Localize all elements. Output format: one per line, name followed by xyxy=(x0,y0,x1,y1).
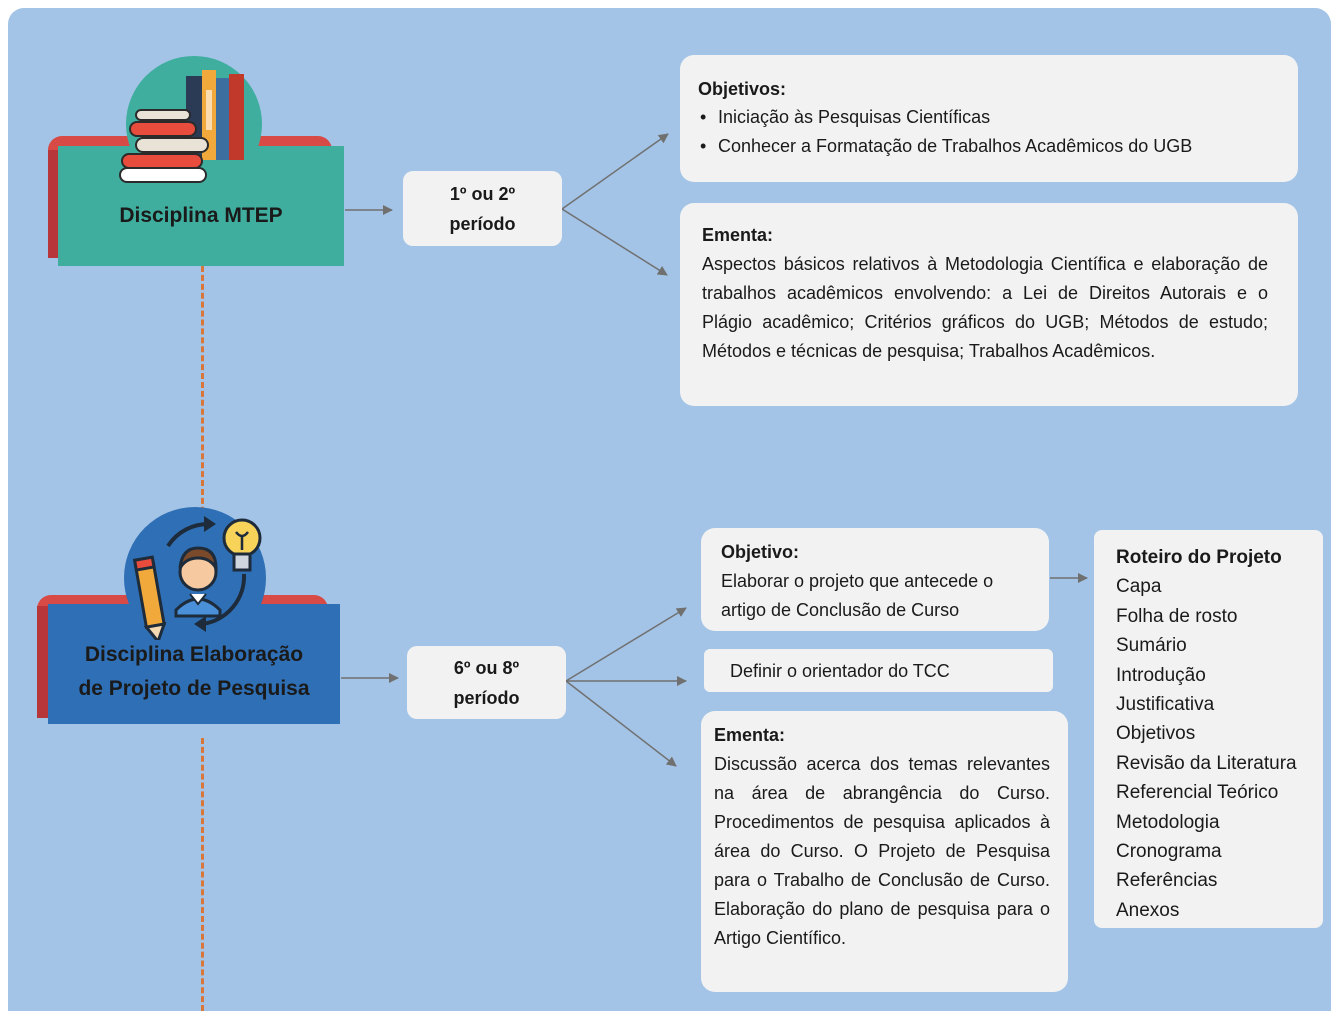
objectives-card: Objetivos: Iniciação às Pesquisas Cientí… xyxy=(680,55,1298,182)
objectives-title: Objetivos: xyxy=(698,79,787,99)
arrow-period-to-ementa xyxy=(561,208,668,276)
advisor-text: Definir o orientador do TCC xyxy=(730,661,950,681)
ementa-1-text: Aspectos básicos relativos à Metodologia… xyxy=(702,254,1268,361)
period-1-line2: período xyxy=(449,213,516,234)
roteiro-item: Objetivos xyxy=(1116,723,1196,745)
roteiro-item: Sumário xyxy=(1116,635,1187,657)
roteiro-item: Justificativa xyxy=(1116,694,1215,716)
roteiro-item: Referências xyxy=(1116,870,1218,892)
roteiro-item: Referencial Teórico xyxy=(1116,782,1279,804)
roteiro-item: Revisão da Literatura xyxy=(1116,752,1297,774)
arrow-period-to-objectives xyxy=(561,133,669,210)
discipline-projeto-box: Disciplina Elaboração de Projeto de Pesq… xyxy=(48,604,340,724)
ementa-card-2: Ementa: Discussão acerca dos temas relev… xyxy=(701,711,1068,992)
researcher-idea-icon xyxy=(132,516,262,640)
objective-item: Iniciação às Pesquisas Científicas xyxy=(698,103,1280,132)
objective-card-2: Objetivo: Elaborar o projeto que anteced… xyxy=(701,528,1049,631)
discipline-projeto-label-line1: Disciplina Elaboração xyxy=(84,643,304,666)
ementa-1-title: Ementa: xyxy=(702,225,774,245)
roteiro-item: Capa xyxy=(1116,576,1162,598)
ementa-2-text: Discussão acerca dos temas relevantes na… xyxy=(714,754,1050,948)
books-stack-icon xyxy=(119,70,244,183)
roteiro-card: Roteiro do Projeto Capa Folha de rosto S… xyxy=(1094,530,1323,928)
arrow-period-to-ementa2 xyxy=(565,680,677,767)
projeto-accent-shadow xyxy=(37,606,49,718)
objective-2-text: Elaborar o projeto que antecede o artigo… xyxy=(721,571,994,620)
roteiro-item: Introdução xyxy=(1116,664,1206,686)
period-box-1: 1º ou 2º período xyxy=(403,171,562,246)
timeline-dashed-line-upper xyxy=(201,266,204,602)
roteiro-item: Metodologia xyxy=(1116,811,1220,833)
objective-item: Conhecer a Formatação de Trabalhos Acadê… xyxy=(698,132,1280,161)
objective-2-title: Objetivo: xyxy=(721,542,800,562)
roteiro-item: Cronograma xyxy=(1116,841,1222,863)
roteiro-title: Roteiro do Projeto xyxy=(1116,547,1282,568)
ementa-2-title: Ementa: xyxy=(714,725,786,745)
period-box-2: 6º ou 8º período xyxy=(407,646,566,719)
advisor-card: Definir o orientador do TCC xyxy=(704,649,1053,692)
period-2-line2: período xyxy=(453,687,520,708)
timeline-dashed-line-lower xyxy=(201,738,204,1011)
arrow-period-to-objective xyxy=(565,607,687,682)
roteiro-item: Anexos xyxy=(1116,899,1180,921)
ementa-card-1: Ementa: Aspectos básicos relativos à Met… xyxy=(680,203,1298,406)
roteiro-item: Folha de rosto xyxy=(1116,605,1238,627)
period-1-line1: 1º ou 2º xyxy=(449,183,516,204)
period-2-line1: 6º ou 8º xyxy=(453,657,520,678)
discipline-mtep-label: Disciplina MTEP xyxy=(119,204,283,227)
discipline-projeto-label-line2: de Projeto de Pesquisa xyxy=(78,677,310,700)
